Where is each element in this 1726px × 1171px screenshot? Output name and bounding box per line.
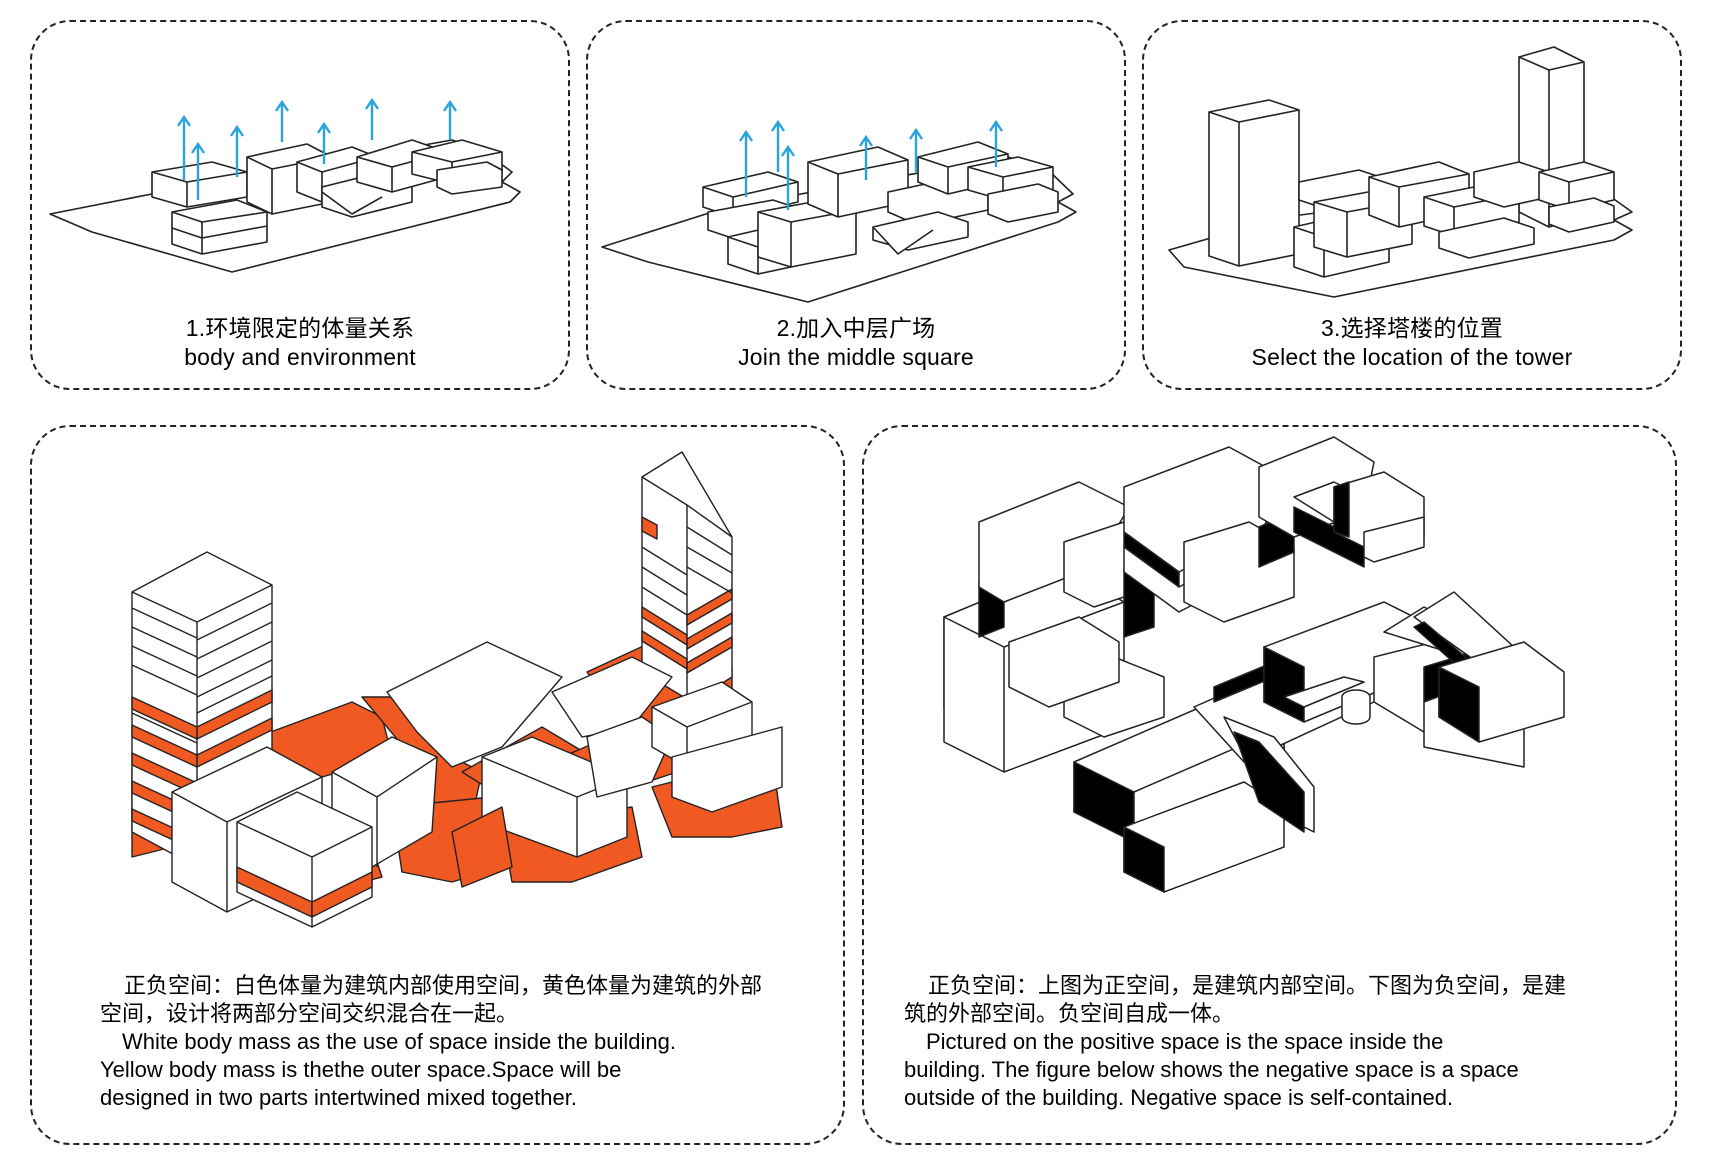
desc-en-line: Yellow body mass is thethe outer space.S… (100, 1057, 622, 1082)
massing-block (987, 183, 1059, 223)
desc-cn-line: 正负空间：白色体量为建筑内部使用空间，黄色体量为建筑的外部 (124, 973, 763, 998)
desc-cn-line: 正负空间：上图为正空间，是建筑内部空间。下图为负空间，是建 (928, 973, 1567, 998)
step-1-massing-diagram (49, 97, 521, 273)
massing-block (1548, 197, 1615, 233)
step-3-caption: 3.选择塔楼的位置 Select the location of the tow… (1144, 314, 1680, 372)
up-arrow-icon (739, 119, 1003, 210)
caption-en: body and environment (184, 344, 416, 370)
caption-en: Join the middle square (738, 344, 974, 370)
desc-en-line: outside of the building. Negative space … (904, 1085, 1454, 1110)
desc-en-line: building. The figure below shows the neg… (904, 1057, 1519, 1082)
panel-positive-negative-black: 正负空间：上图为正空间，是建筑内部空间。下图为负空间，是建 筑的外部空间。负空间… (862, 425, 1677, 1145)
desc-cn-line: 空间，设计将两部分空间交织混合在一起。 (100, 1001, 519, 1026)
tower-right (641, 451, 733, 703)
step-2-caption: 2.加入中层广场 Join the middle square (588, 314, 1124, 372)
positive-space-cluster (943, 436, 1425, 773)
orange-massing-diagram (131, 451, 783, 928)
step-2-massing-diagram (601, 119, 1077, 303)
caption-cn: 3.选择塔楼的位置 (1321, 315, 1503, 341)
desc-en-line: designed in two parts intertwined mixed … (100, 1085, 577, 1110)
massing-block (1473, 161, 1550, 208)
panel-step-3: 3.选择塔楼的位置 Select the location of the tow… (1142, 20, 1682, 390)
orange-diagram-description: 正负空间：白色体量为建筑内部使用空间，黄色体量为建筑的外部 空间，设计将两部分空… (100, 972, 762, 1112)
massing-block (436, 161, 503, 195)
desc-en-line: White body mass as the use of space insi… (122, 1029, 676, 1054)
up-arrow-icon (177, 97, 457, 200)
desc-en-line: Pictured on the positive space is the sp… (926, 1029, 1444, 1054)
massing-block (1438, 217, 1535, 259)
step-3-massing-diagram (1168, 46, 1633, 298)
step-1-caption: 1.环境限定的体量关系 body and environment (32, 314, 568, 372)
tower-left (1208, 99, 1300, 267)
desc-cn-line: 筑的外部空间。负空间自成一体。 (904, 1001, 1235, 1026)
caption-cn: 1.环境限定的体量关系 (185, 315, 415, 341)
caption-cn: 2.加入中层广场 (776, 315, 936, 341)
panel-positive-negative-orange: 正负空间：白色体量为建筑内部使用空间，黄色体量为建筑的外部 空间，设计将两部分空… (30, 425, 845, 1145)
caption-en: Select the location of the tower (1251, 344, 1573, 370)
panel-step-1: 1.环境限定的体量关系 body and environment (30, 20, 570, 390)
negative-space-cluster (1073, 591, 1565, 893)
black-massing-diagram (943, 436, 1565, 893)
panel-step-2: 2.加入中层广场 Join the middle square (586, 20, 1126, 390)
black-diagram-description: 正负空间：上图为正空间，是建筑内部空间。下图为负空间，是建 筑的外部空间。负空间… (904, 972, 1566, 1112)
inner-space-volumes (171, 641, 783, 928)
